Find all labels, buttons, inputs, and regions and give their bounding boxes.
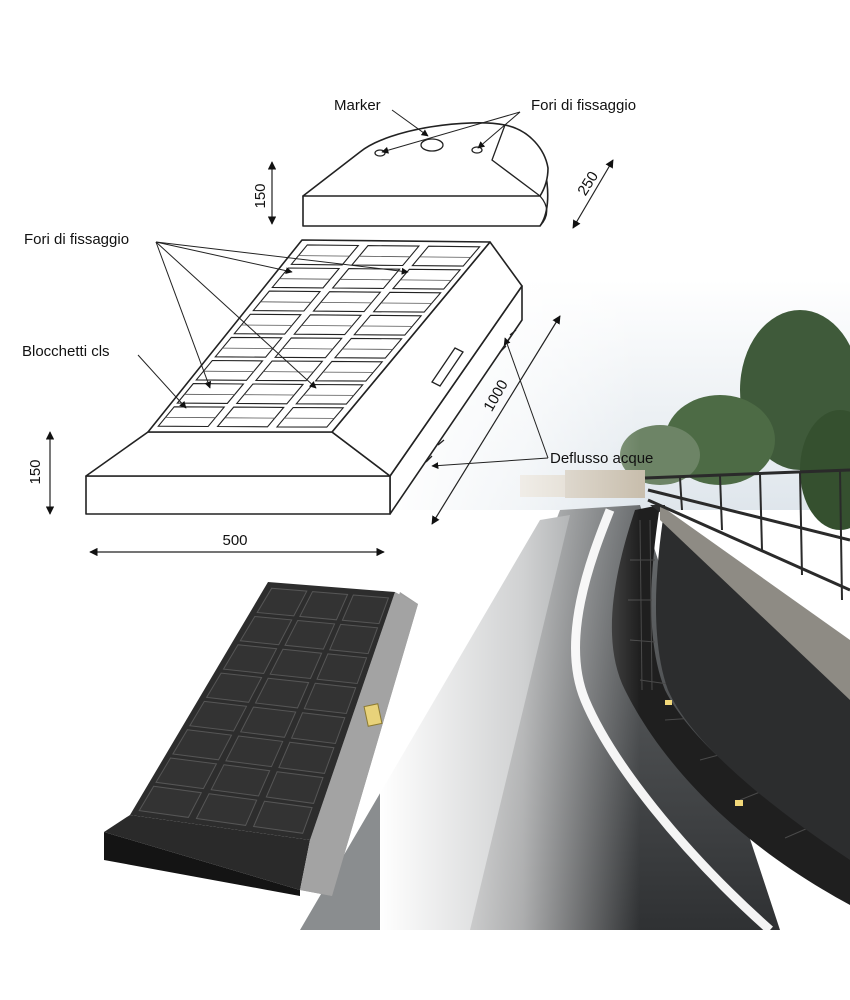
photo-block-grid (138, 587, 390, 834)
grid-block (239, 706, 297, 738)
grid-block (239, 615, 293, 646)
grid-block (274, 337, 343, 359)
grid-block (252, 800, 313, 834)
grid-block (254, 360, 324, 382)
grid-block (328, 623, 379, 655)
label-blocchetti-cls: Blocchetti cls (22, 343, 110, 360)
dim-base-width: 500 (222, 532, 247, 549)
grid-block (391, 268, 462, 290)
label-deflusso-acque: Deflusso acque (550, 450, 653, 467)
grid-block (299, 591, 349, 621)
grid-block (256, 587, 308, 617)
grid-block-edge (419, 256, 471, 258)
grid-block (333, 337, 403, 359)
grid-block (293, 314, 363, 336)
label-fori-fissaggio-left: Fori di fissaggio (24, 231, 129, 248)
grid-block (411, 245, 481, 267)
label-marker: Marker (334, 97, 381, 114)
grid-block-edge (279, 278, 331, 280)
grid-block (290, 712, 346, 745)
grid-block (278, 741, 335, 774)
label-fori-fissaggio-top: Fori di fissaggio (531, 97, 636, 114)
grid-block (210, 764, 271, 797)
grid-block (176, 383, 245, 404)
grid-block (372, 291, 442, 313)
grid-block (138, 785, 203, 818)
grid-block (157, 406, 226, 428)
grid-block (254, 677, 310, 709)
grid-block (303, 682, 357, 715)
grid-block (214, 336, 283, 358)
grid-block (235, 383, 305, 405)
dim-cap-depth: 250 (574, 168, 602, 198)
dim-base-height: 150 (27, 459, 44, 484)
grid-block-edge (400, 279, 452, 281)
grid-block-edge (359, 255, 411, 258)
grid-block (316, 653, 368, 685)
grid-block-edge (260, 301, 312, 303)
grid-block (265, 771, 324, 804)
grid-block (252, 290, 322, 312)
grid-block-edge (298, 255, 350, 257)
grid-block-edge (282, 348, 333, 350)
grid-block (172, 729, 233, 761)
concrete-block-grid (157, 244, 481, 428)
grid-block (314, 360, 384, 382)
dimension-lines (45, 159, 614, 557)
grid-block (188, 700, 248, 732)
grid-block-edge (339, 278, 391, 281)
grid-block (205, 672, 263, 703)
grid-block (312, 291, 382, 313)
grid-block (269, 648, 323, 680)
grid-block (155, 757, 218, 790)
grid-block (353, 314, 423, 336)
grid-block (225, 735, 284, 768)
grid-block (216, 406, 285, 428)
grid-block (284, 619, 336, 650)
dim-cap-height: 150 (252, 183, 269, 208)
grid-block (341, 594, 390, 625)
grid-block (222, 644, 278, 675)
grid-block (295, 383, 364, 405)
grid-block (275, 406, 345, 428)
grid-block (350, 245, 421, 267)
grid-block-edge (320, 302, 372, 304)
grid-block (195, 793, 258, 826)
grid-block (195, 359, 264, 381)
marker-cap (302, 122, 549, 227)
